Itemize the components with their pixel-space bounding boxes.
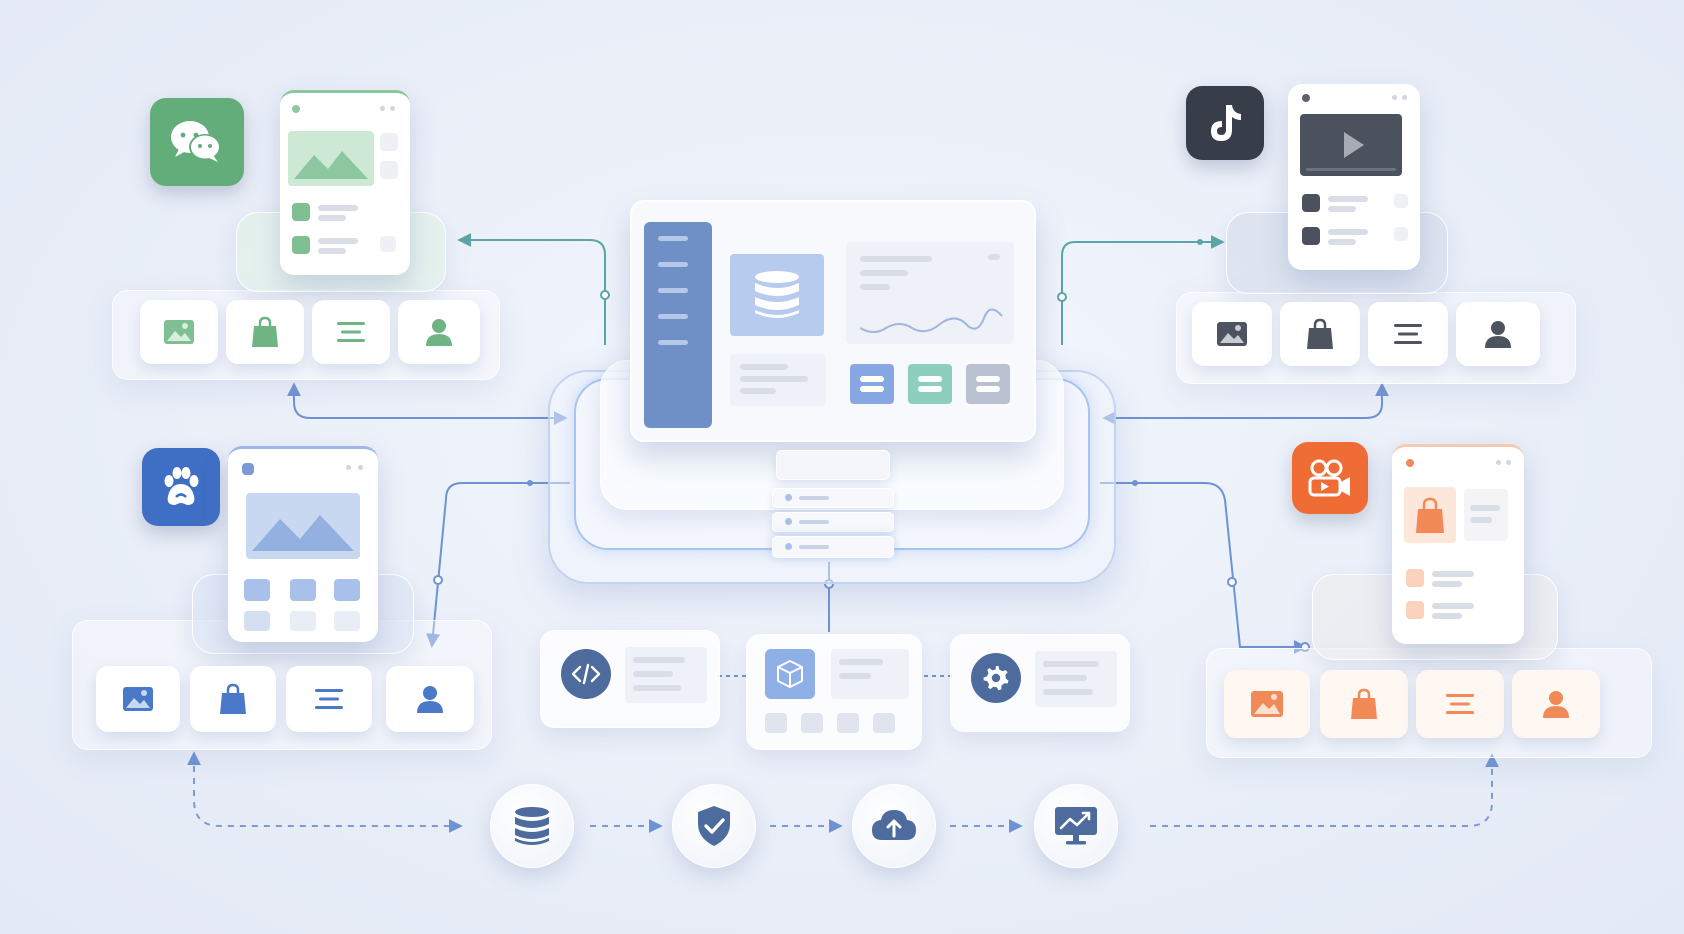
menu-lines-icon [337,322,365,342]
wechat-logo-icon[interactable] [150,98,244,186]
user-icon [426,319,452,346]
pipeline-database[interactable] [490,784,574,868]
gear-icon [983,666,1009,691]
tiktok-user-tile[interactable] [1456,302,1540,366]
wechat-shop-tile[interactable] [226,300,304,364]
image-icon [123,687,153,711]
hub-dashboard-screen [630,200,1036,442]
image-icon [1251,691,1283,717]
hub-button-blue[interactable] [850,364,894,404]
hub-button-gray[interactable] [966,364,1010,404]
shield-check-icon [698,806,730,846]
baidu-shop-tile[interactable] [190,666,276,732]
connector-wechat-loop [287,382,568,425]
tiktok-phone-mockup [1288,84,1420,270]
wechat-phone-mockup [280,90,410,275]
hub-list-card [730,354,826,406]
wechat-image-tile[interactable] [140,300,218,364]
kuaishou-list-tile[interactable] [1416,670,1504,738]
kuaishou-phone-mockup [1392,444,1524,644]
baidu-phone-mockup [228,446,378,642]
server-stack-icon [772,450,894,562]
hub-button-teal[interactable] [908,364,952,404]
cloud-upload-icon [872,810,916,840]
hub-database-card[interactable] [730,254,824,336]
monitor-chart-icon [1055,807,1097,845]
baidu-image-tile[interactable] [96,666,180,732]
baidu-user-tile[interactable] [386,666,474,732]
tiktok-video-player[interactable] [1300,114,1402,176]
database-icon [515,807,549,845]
kuaishou-image-tile[interactable] [1224,670,1310,738]
shopping-bag-icon [1351,688,1377,719]
wechat-user-tile[interactable] [398,300,480,364]
baidu-image-placeholder [246,493,360,559]
shopping-bag-icon [1307,318,1333,349]
kuaishou-shop-tile[interactable] [1320,670,1408,738]
shopping-bag-icon [252,316,278,347]
hub-sidebar [644,222,712,428]
module-code[interactable] [540,630,720,728]
hub-chart-card [846,242,1014,344]
code-icon [571,663,601,685]
menu-lines-icon [1394,324,1422,344]
baidu-list-tile[interactable] [286,666,372,732]
module-settings[interactable] [950,634,1130,732]
pipeline-cloud-upload[interactable] [852,784,936,868]
user-icon [1485,321,1511,348]
kuaishou-camera-logo-icon[interactable] [1292,442,1368,514]
kuaishou-user-tile[interactable] [1512,670,1600,738]
image-icon [164,320,194,344]
shopping-bag-icon [1416,497,1444,533]
area-chart-icon [860,308,1003,333]
menu-lines-icon [315,689,343,709]
cube-icon [777,660,803,688]
image-icon [1217,322,1247,346]
tiktok-image-tile[interactable] [1192,302,1272,366]
connector-tiktok-loop [1102,382,1389,425]
user-icon [1543,691,1569,718]
user-icon [417,686,443,713]
pipeline-dashed-left [187,751,463,833]
shopping-bag-icon [220,683,246,714]
database-icon [755,271,799,318]
wechat-list-tile[interactable] [312,300,390,364]
baidu-paw-logo-icon[interactable] [142,448,220,526]
pipeline-analytics[interactable] [1034,784,1118,868]
tiktok-list-tile[interactable] [1368,302,1448,366]
pipeline-security[interactable] [672,784,756,868]
menu-lines-icon [1446,694,1474,714]
tiktok-shop-tile[interactable] [1280,302,1360,366]
connector-kuaishou-hub [1100,482,1308,654]
module-cube[interactable] [746,634,922,750]
wechat-image-placeholder [288,131,374,186]
pipeline-dashed-right [1150,753,1499,827]
tiktok-logo-icon[interactable] [1186,86,1264,160]
